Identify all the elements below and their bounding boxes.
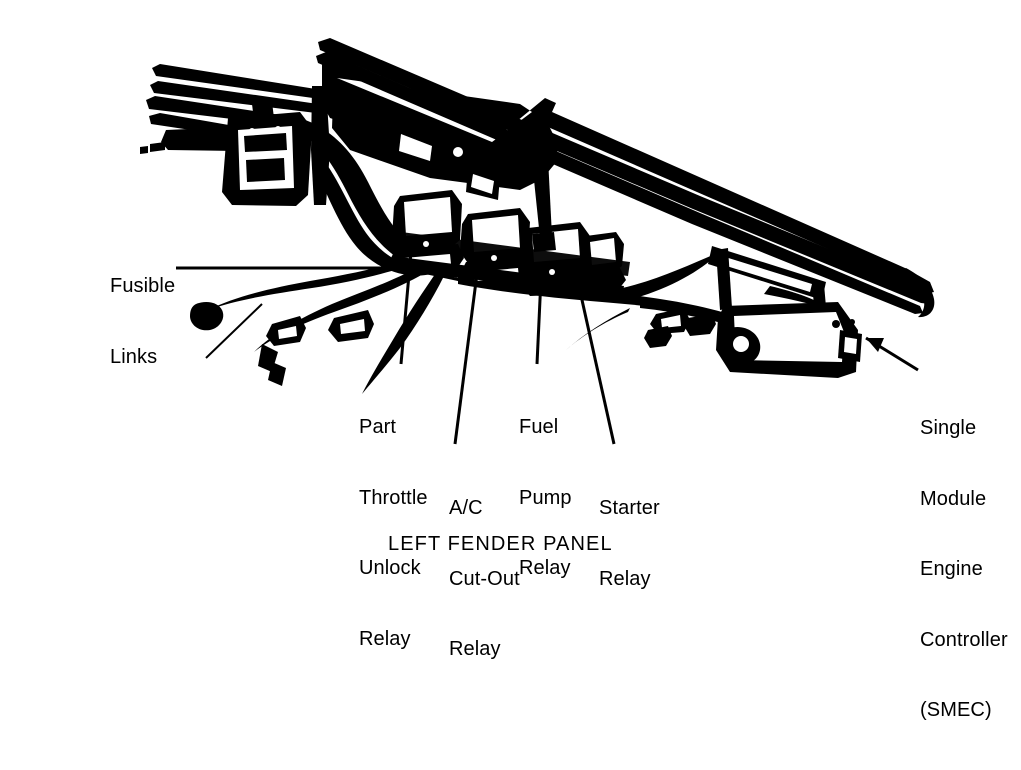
- callout-line: Links: [110, 345, 158, 368]
- callout-label-fuel-pump-relay: Fuel Pump Relay: [519, 369, 572, 628]
- callout-line: A/C: [449, 497, 483, 519]
- smec-fastener-1: [832, 320, 840, 328]
- fusible-link-connector-3b: [340, 319, 365, 334]
- triangular-gusset-bracket: [322, 60, 558, 200]
- harness-branch-a: [208, 254, 420, 310]
- callout-line: Pump: [519, 486, 572, 509]
- callout-label-fusible-links: Fusible Links: [110, 228, 175, 416]
- leader-lines: [176, 251, 919, 445]
- relay-stud-3: [549, 269, 555, 275]
- harness-bar-dashes: [150, 142, 165, 152]
- callout-line: Fuel: [519, 416, 559, 438]
- harness-trunk-2: [312, 150, 432, 276]
- smec-tab-right-face: [844, 337, 857, 354]
- relay-stud-2: [491, 255, 497, 261]
- figure-caption: LEFT FENDER PANEL: [388, 533, 613, 555]
- harness-lower-left-tail: [566, 308, 630, 350]
- harness-dot-1: [249, 128, 255, 134]
- relay-ac-cutout-face: [472, 215, 520, 252]
- callout-line: Relay: [359, 627, 411, 650]
- smec-harness-plug: [764, 286, 832, 310]
- relay-cluster: [384, 190, 630, 296]
- leader-fusible-links-hook: [403, 266, 471, 284]
- relay-part-throttle-unlock-face: [404, 197, 452, 236]
- fusible-link-tail-2: [268, 362, 286, 386]
- harness-branch-b: [254, 262, 430, 352]
- smec-fastener-2: [849, 319, 855, 325]
- relay-mount-bracket-2: [390, 256, 624, 296]
- rail-end-detail: [879, 262, 897, 279]
- connector-lug: [252, 102, 274, 120]
- callout-line: Throttle: [359, 486, 428, 509]
- callout-line: Cut-Out: [449, 567, 520, 590]
- callout-label-ac-cut-out-relay: A/C Cut-Out Relay: [449, 450, 520, 709]
- relay-stud-1: [423, 241, 429, 247]
- smec-bracket-vert: [716, 248, 732, 310]
- callout-line: Engine: [920, 558, 983, 580]
- harness-right-sweep: [600, 252, 720, 302]
- gusset-hole: [453, 147, 463, 157]
- left-connector-block: [140, 102, 312, 206]
- callout-line: (SMEC): [920, 699, 992, 721]
- vertical-support-bracket: [532, 158, 556, 252]
- harness-right-run: [640, 300, 842, 364]
- leader-part-throttle: [399, 251, 413, 365]
- leader-smec-arrowhead: [866, 338, 884, 352]
- diagram-canvas: Fusible Links Part Throttle Unlock Relay…: [0, 0, 1021, 721]
- upper-left-edge-2: [150, 81, 318, 113]
- leader-fuel-pump: [535, 277, 543, 365]
- callout-line: Controller: [920, 628, 1008, 651]
- support-post-foot: [532, 232, 556, 252]
- callout-line: Unlock: [359, 557, 421, 579]
- callout-line: Part: [359, 416, 397, 438]
- relay-mount-bracket: [384, 230, 630, 276]
- leader-harness-aux: [205, 303, 263, 359]
- upper-left-edge-1: [152, 64, 322, 99]
- main-wiring-harness: [190, 118, 842, 394]
- smec-assembly: [708, 246, 862, 378]
- harness-trunk: [296, 118, 500, 278]
- gusset-body: [332, 100, 548, 190]
- connector-housing-slot2: [246, 158, 285, 182]
- callout-line: Starter: [599, 497, 660, 519]
- right-harness-connectors: [644, 308, 716, 348]
- callout-line: Relay: [449, 638, 501, 660]
- right-connector-1-face: [661, 315, 681, 328]
- leader-ac-cutout: [453, 265, 480, 445]
- right-connector-2: [684, 314, 716, 336]
- right-connector-3: [644, 326, 672, 348]
- smec-connector-hole: [733, 336, 749, 352]
- callout-label-starter-relay: Starter Relay: [599, 450, 660, 638]
- callout-label-single-module-engine-controller: Single Module Engine Controller (SMEC): [920, 370, 1008, 770]
- harness-bar-dash2: [140, 146, 148, 154]
- fusible-link-connector-1: [190, 302, 224, 331]
- lower-rail-beam: [540, 112, 934, 294]
- smec-body-face: [734, 312, 844, 362]
- fusible-link-connector-2b: [278, 326, 297, 339]
- callout-line: Single: [920, 417, 977, 439]
- gusset-tab-right-inner: [471, 174, 494, 194]
- support-post-center: [534, 158, 552, 238]
- connector-housing-slot1: [244, 133, 287, 152]
- leader-starter: [576, 281, 616, 445]
- callout-line: Relay: [519, 557, 571, 579]
- smec-mount-plate-face: [720, 256, 812, 292]
- left-fender-panel-illustration: [140, 38, 935, 445]
- callout-line: Module: [920, 487, 987, 510]
- gusset-tab-left-inner: [399, 134, 432, 161]
- callout-line: Relay: [599, 567, 651, 590]
- harness-dot-2: [275, 126, 281, 132]
- gusset-outline: [322, 60, 558, 172]
- callout-line: Fusible: [110, 275, 176, 297]
- rail-end-cap: [897, 268, 935, 318]
